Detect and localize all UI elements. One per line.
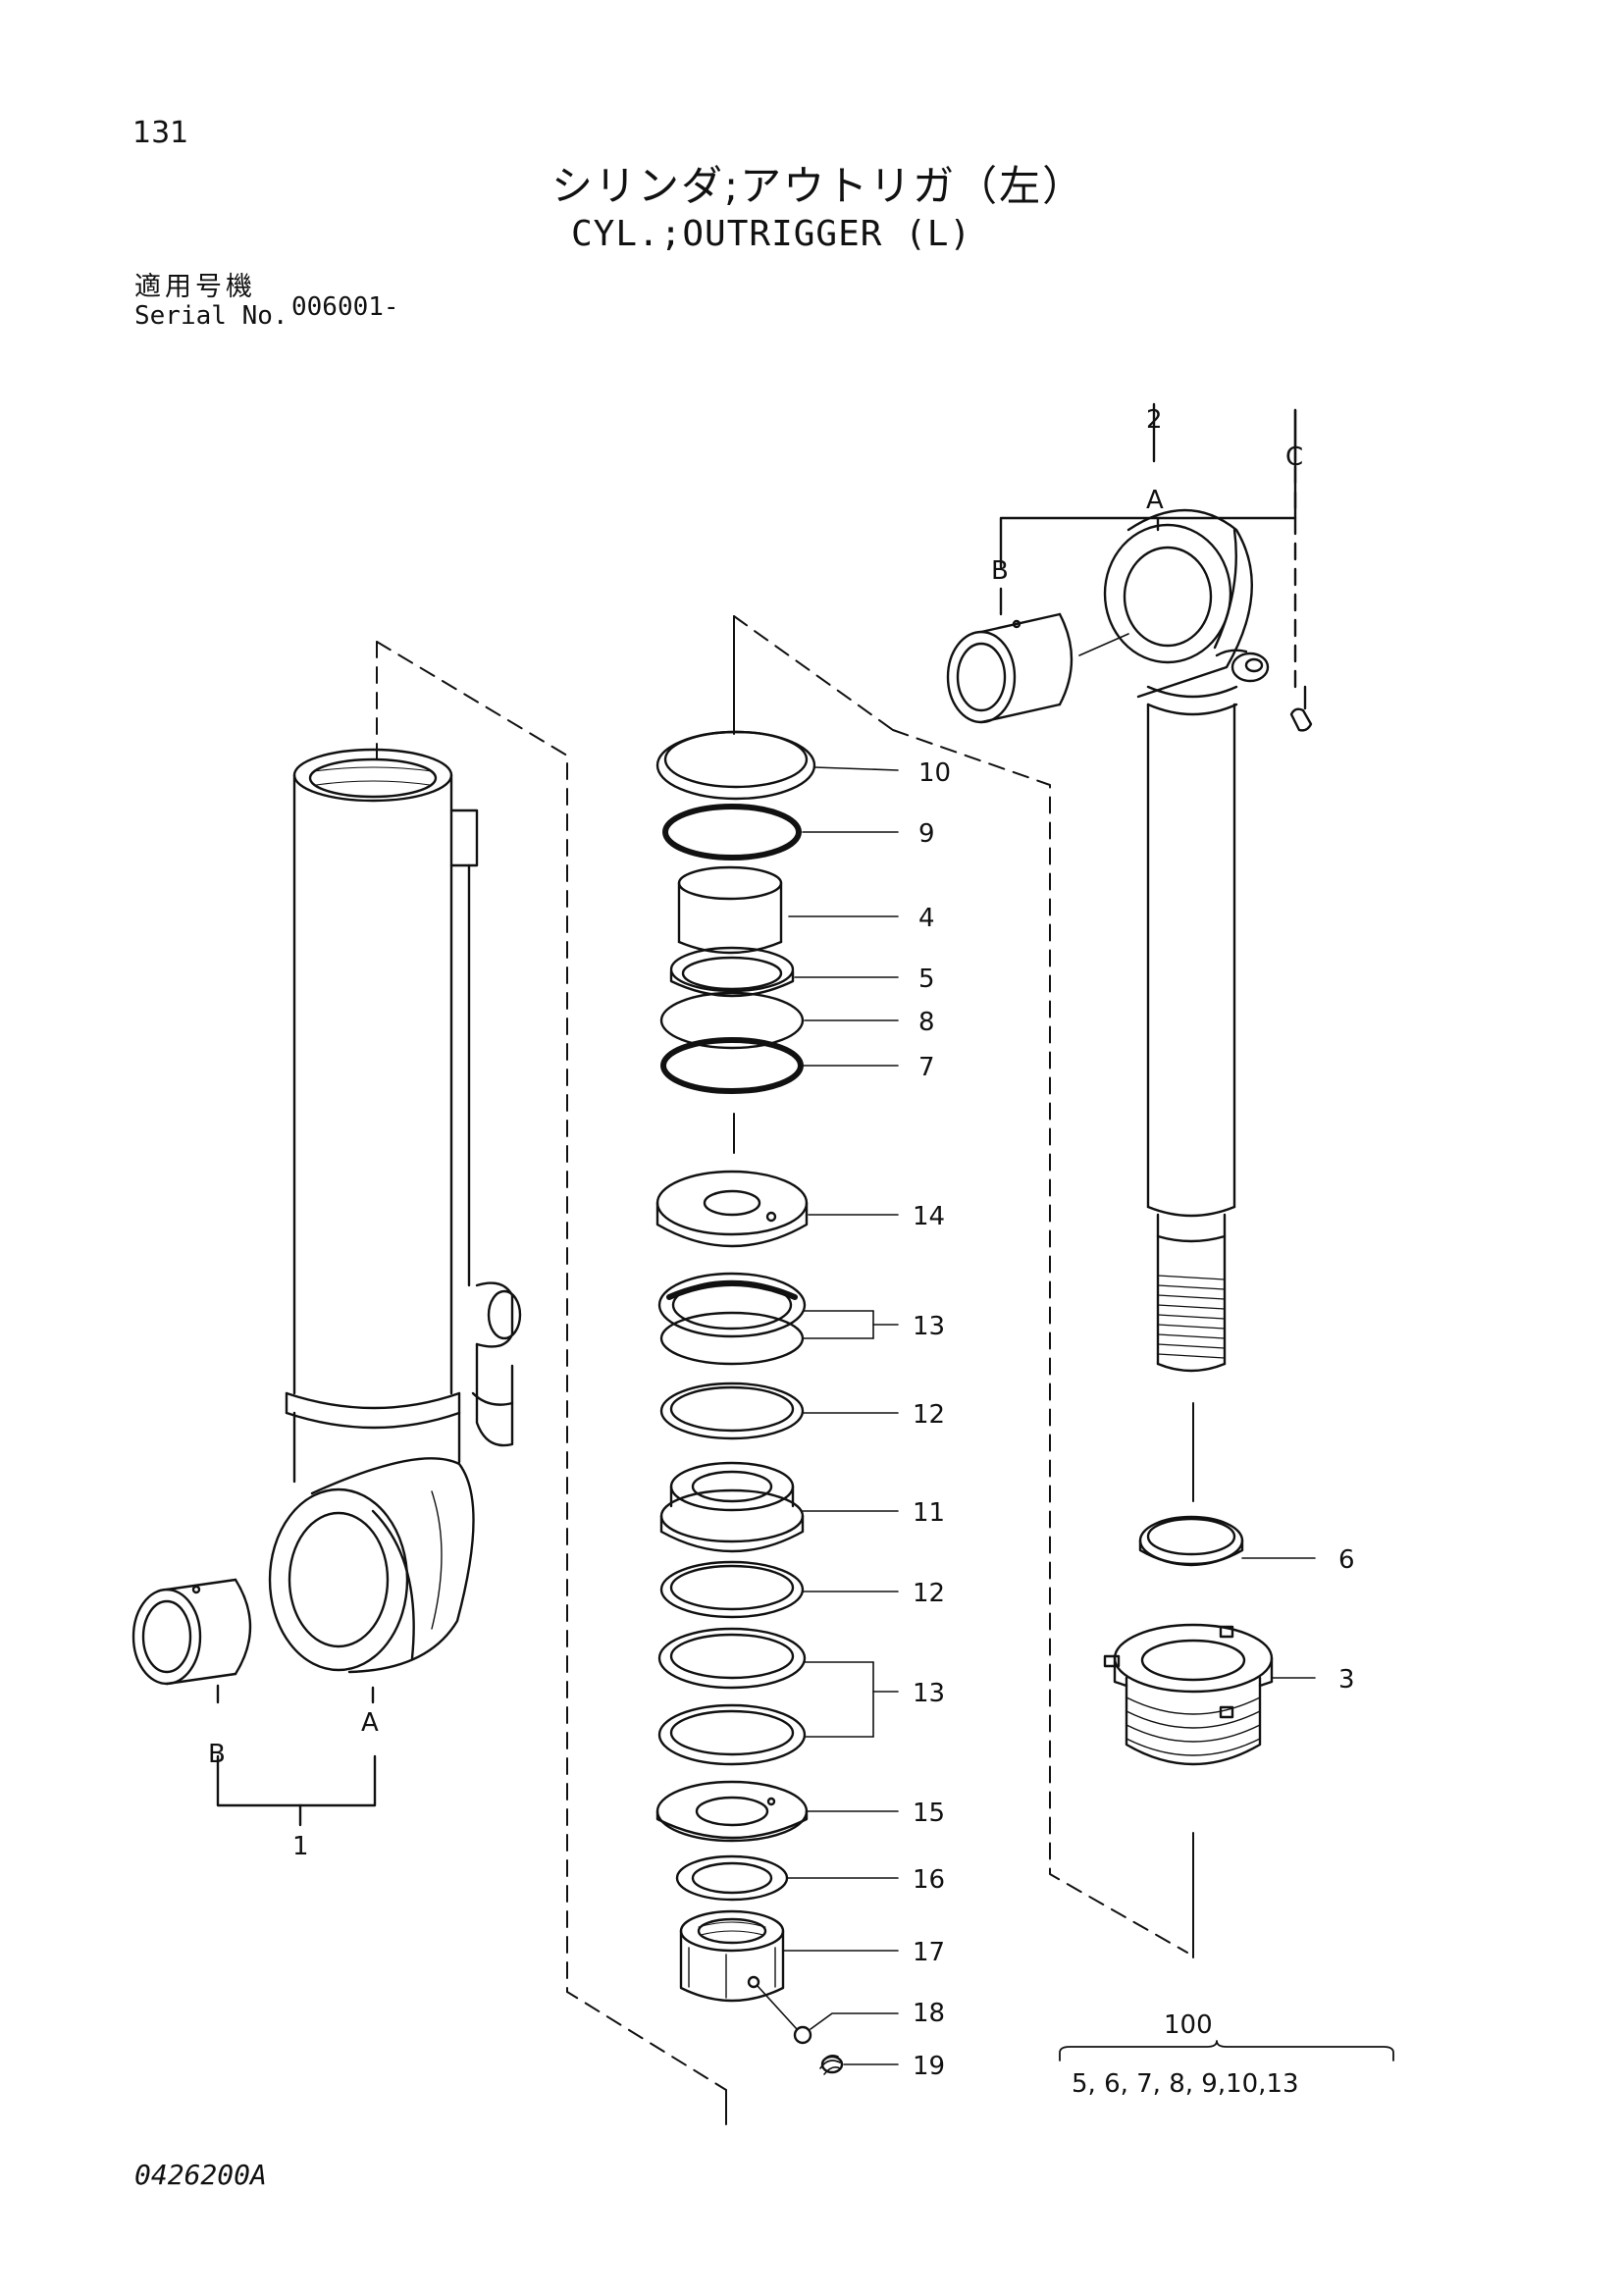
letter-right-b: B: [991, 556, 1009, 586]
callout-12-upper: 12: [913, 1400, 945, 1430]
document-code: 0426200A: [134, 2159, 267, 2191]
callout-labels: 10 9 4 5 8 7 14 13 12 11 12 13 15 16 17 …: [208, 405, 1355, 2099]
callout-14: 14: [913, 1202, 945, 1231]
callout-19: 19: [913, 2052, 945, 2081]
part-7-oring: [660, 1037, 899, 1094]
callout-5: 5: [918, 965, 935, 994]
part-17-nut: [679, 1909, 899, 2003]
callout-16: 16: [913, 1865, 945, 1895]
part-14-piston: [655, 1170, 899, 1248]
letter-right-c: C: [1285, 443, 1303, 472]
part-15-ring: [655, 1780, 899, 1843]
serial-label-japanese: 適用号機: [134, 272, 256, 302]
callout-18: 18: [913, 1999, 945, 2028]
kit-number: 100: [1164, 2010, 1213, 2040]
callout-6: 6: [1338, 1545, 1355, 1575]
kit-bracket: [1059, 2040, 1394, 2061]
callout-4: 4: [918, 904, 935, 933]
part-13-lower: [657, 1627, 899, 1766]
letter-right-a: A: [1146, 486, 1164, 515]
part-11-piston-seal: [659, 1461, 899, 1553]
callout-17: 17: [913, 1938, 945, 1967]
letter-left-b: B: [208, 1740, 226, 1769]
cylinder-tube: [131, 748, 522, 1827]
part-16-ring: [675, 1854, 899, 1902]
callout-3: 3: [1338, 1665, 1355, 1695]
part-10-ring: [655, 730, 899, 801]
callout-7: 7: [918, 1053, 935, 1082]
left-guide-lines: [376, 641, 727, 2091]
title-english: CYL.;OUTRIGGER (L): [571, 214, 972, 254]
callout-10: 10: [918, 758, 951, 788]
callout-13-upper: 13: [913, 1312, 945, 1341]
part-6-ring: [1138, 1515, 1316, 1567]
serial-label-english: Serial No.: [134, 301, 288, 331]
part-8-ring: [659, 991, 899, 1050]
callout-13-lower: 13: [913, 1679, 945, 1708]
serial-value: 006001-: [291, 292, 399, 322]
part-13-upper: [657, 1272, 899, 1366]
kit-contents: 5, 6, 7, 8, 9,10,13: [1072, 2069, 1299, 2099]
callout-15: 15: [913, 1799, 945, 1828]
part-9-oring: [662, 804, 899, 861]
part-5-seal: [669, 946, 899, 998]
part-18-ball: [757, 1985, 899, 2045]
callout-12-lower: 12: [913, 1579, 945, 1608]
callout-1: 1: [292, 1832, 309, 1861]
part-12-lower: [659, 1560, 899, 1619]
letter-left-a: A: [361, 1708, 379, 1738]
callout-11: 11: [913, 1498, 945, 1528]
part-4-bushing: [677, 865, 899, 955]
title-japanese: シリンダ;アウトリガ（左）: [551, 162, 1086, 210]
center-guide-lines: [733, 615, 1188, 1954]
callout-2: 2: [1146, 405, 1163, 435]
part-3-gland: [1103, 1623, 1316, 1766]
part-12-upper: [659, 1382, 899, 1440]
piston-rod: [946, 402, 1313, 1373]
callout-9: 9: [918, 819, 935, 849]
page-number: 131: [132, 116, 189, 150]
part-19-set-screw: [819, 2055, 899, 2075]
callout-8: 8: [918, 1008, 935, 1037]
